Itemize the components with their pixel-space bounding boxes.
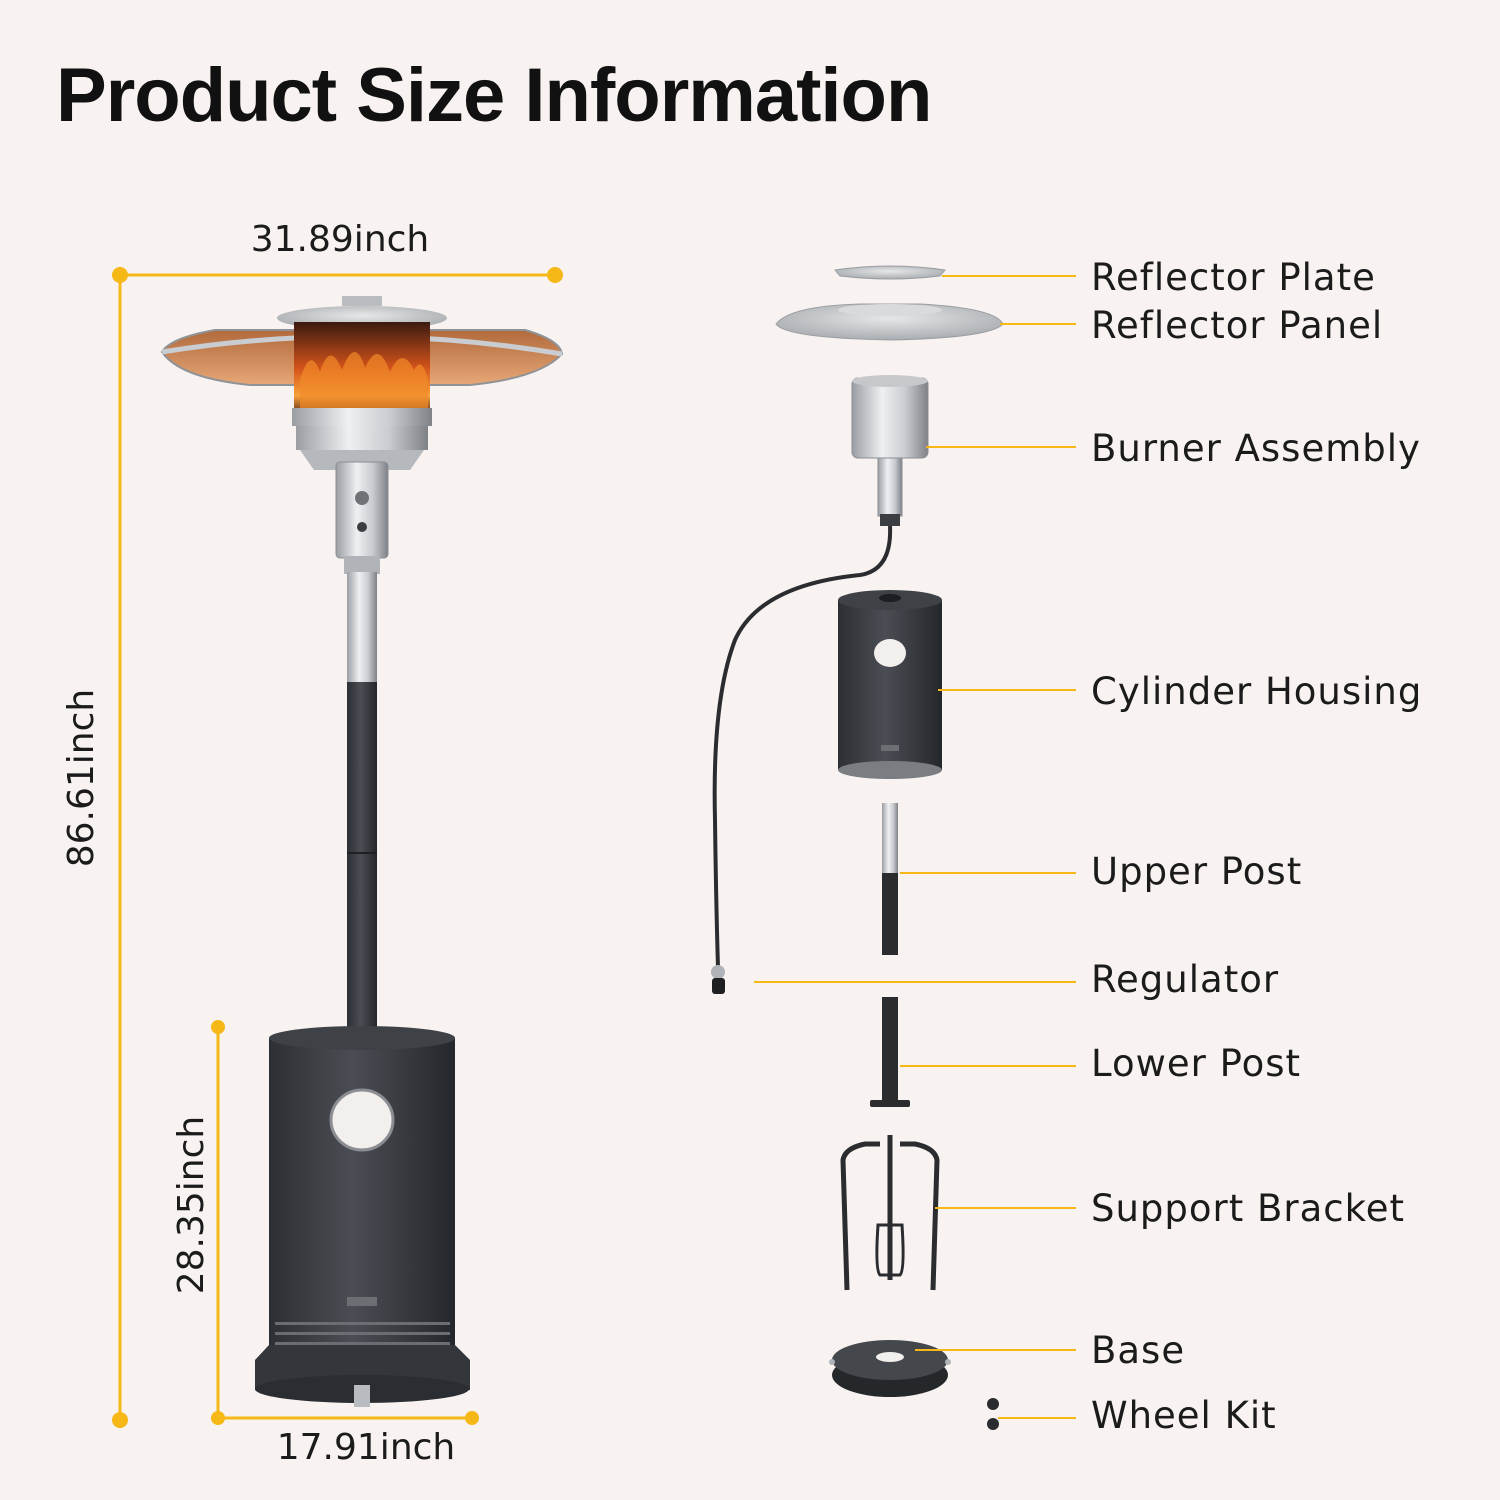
reflector-panel-image	[775, 303, 1004, 341]
label-cylinder-housing: Cylinder Housing	[1091, 670, 1422, 713]
assembled-heater-image	[160, 296, 564, 1407]
height-label: 86.61inch	[61, 689, 102, 868]
support-bracket-image	[840, 1135, 940, 1291]
leader-lines	[754, 275, 1076, 1419]
base-height-label: 28.35inch	[171, 1116, 212, 1295]
burner-assembly-image	[851, 375, 929, 526]
page-title: Product Size Information	[56, 53, 932, 138]
hose-image	[711, 525, 893, 994]
label-lower-post: Lower Post	[1091, 1042, 1301, 1085]
label-reflector-plate: Reflector Plate	[1091, 256, 1376, 299]
width-label: 31.89inch	[251, 219, 430, 260]
reflector-plate-image	[834, 265, 946, 280]
base-width-label: 17.91inch	[277, 1427, 456, 1468]
label-support-bracket: Support Bracket	[1091, 1187, 1405, 1230]
width-dimension: 31.89inch	[112, 219, 563, 283]
label-wheel-kit: Wheel Kit	[1091, 1394, 1277, 1437]
base-height-dimension: 28.35inch	[171, 1020, 225, 1425]
label-regulator: Regulator	[1091, 958, 1279, 1001]
label-upper-post: Upper Post	[1091, 850, 1302, 893]
upper-post-image	[882, 803, 898, 955]
label-reflector-panel: Reflector Panel	[1091, 304, 1383, 347]
base-image	[829, 1340, 951, 1397]
base-width-dimension: 17.91inch	[218, 1411, 479, 1468]
label-burner-assembly: Burner Assembly	[1091, 427, 1421, 470]
label-base: Base	[1091, 1329, 1185, 1372]
lower-post-image	[870, 997, 910, 1107]
height-dimension: 86.61inch	[61, 275, 128, 1428]
wheel-kit-image	[987, 1398, 999, 1430]
cylinder-housing-image	[838, 590, 942, 779]
